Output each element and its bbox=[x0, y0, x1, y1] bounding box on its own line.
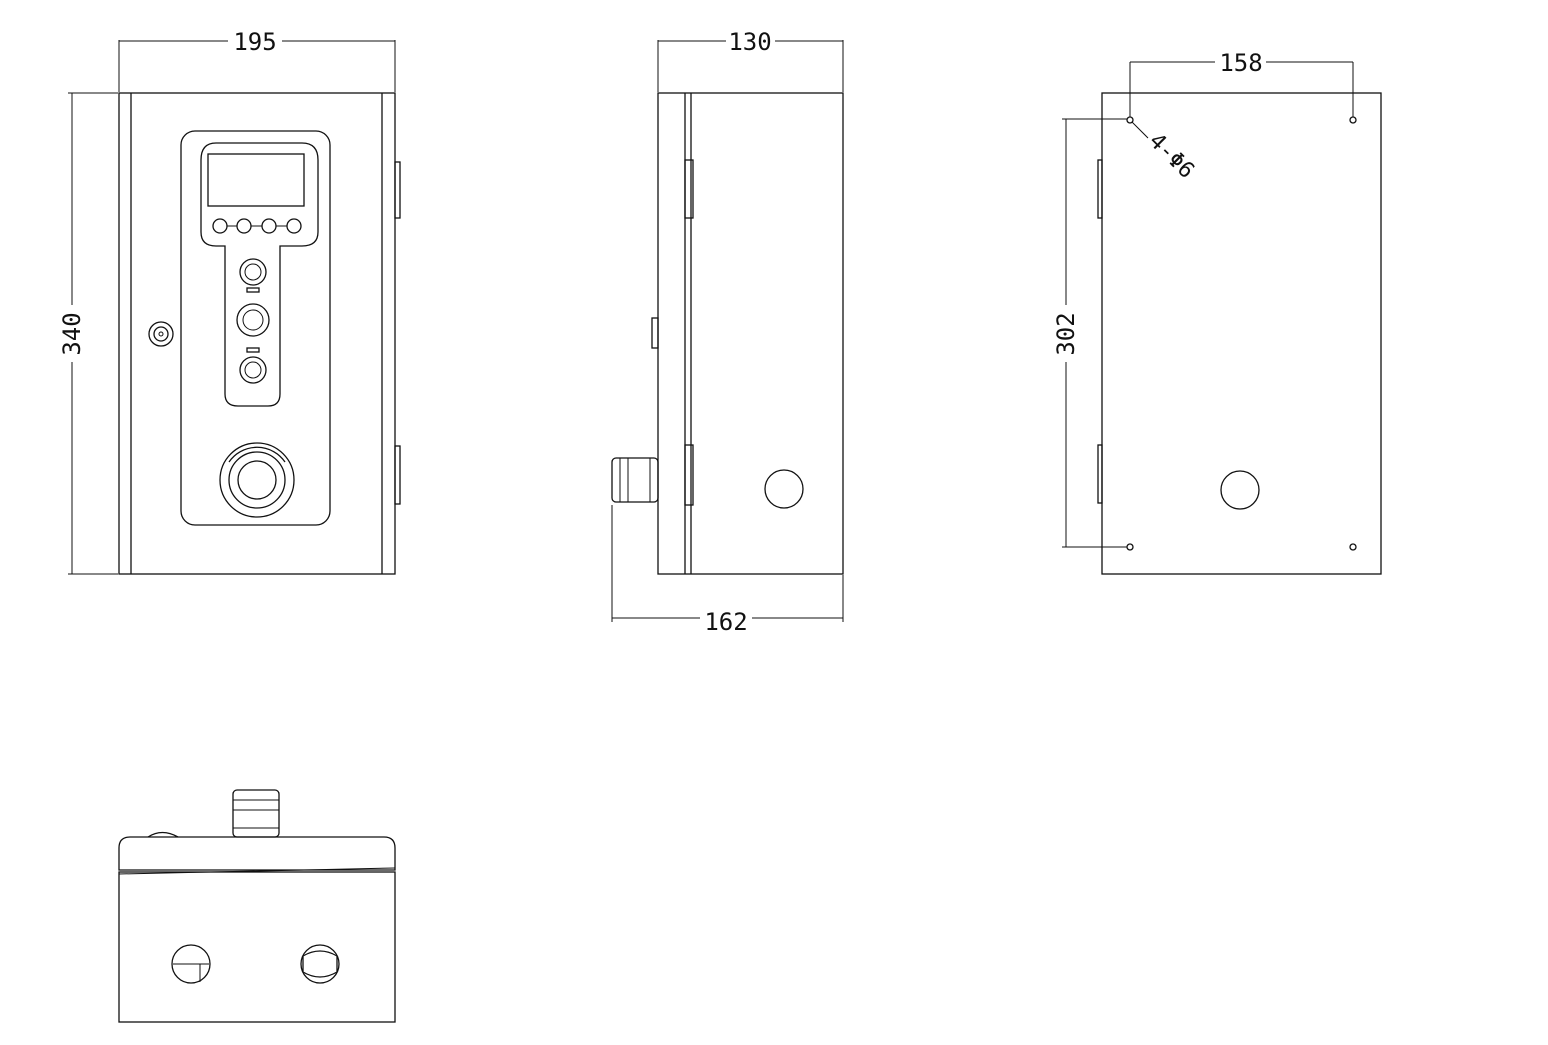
bottom-lock-profile bbox=[147, 831, 179, 838]
display-screen bbox=[207, 153, 305, 207]
hinge-lower bbox=[394, 445, 401, 505]
back-cable-hole bbox=[1220, 470, 1260, 510]
dim-label-158: 158 bbox=[1219, 49, 1262, 77]
dim-label-195: 195 bbox=[233, 28, 276, 56]
bottom-hole-right bbox=[300, 944, 340, 984]
dim-back-hole-x: 158 bbox=[1129, 49, 1354, 117]
hole-callout-label: 4-Φ6 bbox=[1144, 129, 1199, 184]
dim-front-width: 195 bbox=[118, 28, 396, 92]
selector-button-bottom bbox=[239, 356, 267, 384]
side-cable-hole bbox=[764, 469, 804, 509]
back-hinge-upper bbox=[1097, 159, 1103, 219]
dim-side-depth: 130 bbox=[657, 28, 844, 92]
side-estop-profile bbox=[611, 457, 659, 503]
hinge-upper bbox=[394, 161, 401, 219]
hole-callout: 4-Φ6 bbox=[1131, 121, 1199, 184]
function-button-1 bbox=[212, 218, 228, 234]
dim-label-340: 340 bbox=[58, 312, 86, 355]
selector-button-middle bbox=[236, 303, 270, 337]
key-lock-icon bbox=[148, 321, 174, 347]
emergency-stop-button bbox=[219, 442, 295, 518]
dim-label-302: 302 bbox=[1052, 312, 1080, 355]
dim-front-height: 340 bbox=[58, 92, 118, 575]
pendant-controller bbox=[200, 142, 319, 407]
bottom-view bbox=[118, 789, 396, 1023]
bottom-enclosure-body bbox=[118, 871, 396, 1023]
control-panel-plate bbox=[180, 130, 331, 526]
mount-hole-bottom-right bbox=[1349, 543, 1357, 551]
function-button-3 bbox=[261, 218, 277, 234]
bottom-door-profile bbox=[118, 836, 396, 871]
bottom-hole-left bbox=[171, 944, 211, 984]
mount-hole-top-right bbox=[1349, 116, 1357, 124]
front-enclosure-body bbox=[118, 92, 396, 575]
dim-label-130: 130 bbox=[728, 28, 771, 56]
side-enclosure-body bbox=[657, 92, 844, 575]
back-hinge-lower bbox=[1097, 444, 1103, 504]
back-view: 158 302 4-Φ6 bbox=[1052, 49, 1382, 575]
mount-hole-bottom-left bbox=[1126, 543, 1134, 551]
mount-hole-top-left bbox=[1126, 116, 1134, 124]
side-view: 130 162 bbox=[611, 28, 844, 636]
side-hinge-upper bbox=[684, 159, 694, 219]
back-enclosure-body bbox=[1101, 92, 1382, 575]
side-lock-profile bbox=[651, 317, 659, 349]
bottom-estop-profile bbox=[232, 789, 280, 838]
dim-side-overall: 162 bbox=[611, 505, 844, 636]
front-view: 195 340 bbox=[58, 28, 401, 575]
function-button-4 bbox=[286, 218, 302, 234]
function-button-2 bbox=[236, 218, 252, 234]
side-hinge-lower bbox=[684, 444, 694, 506]
dim-back-hole-y: 302 bbox=[1052, 118, 1127, 548]
dim-label-162: 162 bbox=[704, 608, 747, 636]
selector-button-top bbox=[239, 258, 267, 286]
